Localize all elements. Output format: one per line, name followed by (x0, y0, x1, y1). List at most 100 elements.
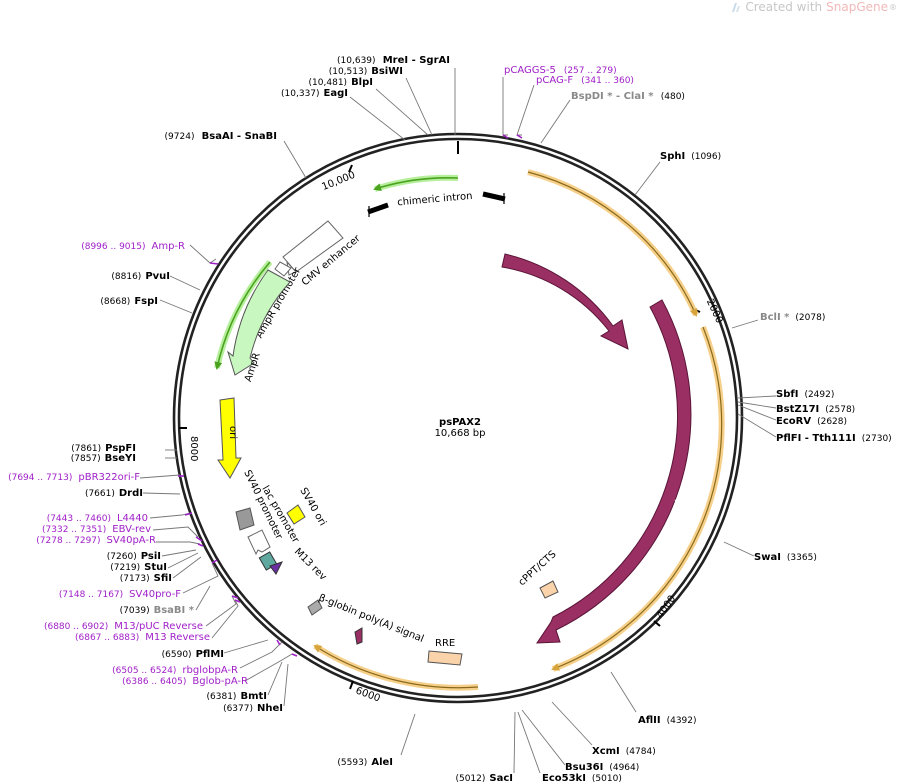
green-arc-left (214, 261, 271, 370)
site-bsaai: (9724) BsaAI - SnaBI (165, 131, 277, 142)
site-nhei: (6377)NheI (223, 703, 283, 714)
rre-label: RRE (435, 638, 455, 649)
ruler-tick-6000 (349, 680, 354, 690)
hiv-pol-arrow (536, 299, 692, 644)
backbone (172, 132, 744, 704)
green-feature-arcs (214, 174, 459, 370)
primer-ticks (178, 134, 523, 657)
orange-arc-2 (551, 326, 723, 671)
sv40-ori-label: SV40 ori (297, 486, 328, 528)
bglobin-small-box (307, 599, 323, 616)
ruler-label-8000: 8000 (188, 436, 199, 461)
primer-pbr322: (7694 .. 7713)pBR322ori-F (8, 472, 140, 483)
bglobin-label: β-globin poly(A) signal (317, 593, 425, 645)
site-pspfi: (7861)PspFI (71, 443, 136, 454)
m13-rev-label: M13 rev (292, 546, 328, 582)
ampr: AmpR (227, 269, 291, 383)
site-bseyi: (7857)BseYI (71, 453, 136, 464)
site-alei: (5593)AleI (337, 757, 393, 768)
site-bsabi: (7039)BsaBI * (120, 605, 195, 616)
backbone-inner-strand (177, 137, 739, 699)
backbone-outer-strand (172, 132, 744, 704)
green-arc-top (373, 176, 459, 192)
sv40-promoter-box (235, 507, 255, 531)
ruler-tick-10000 (348, 164, 353, 173)
chimeric-intron-left-bar (367, 202, 389, 215)
primer-bglob: (6386 .. 6405)Bglob-pA-R (122, 676, 248, 687)
site-aflii: AflII(4392) (638, 715, 697, 726)
site-sphi: SphI(1096) (660, 151, 721, 162)
m13-rev-arrow (269, 561, 283, 575)
site-bsiwi: (10,513)BsiWI (329, 66, 403, 77)
lac-promoter-box (247, 529, 271, 556)
watermark-mark: ® (889, 2, 897, 12)
ori-label: ori (227, 426, 238, 439)
chimeric-intron-right-bar (482, 191, 506, 202)
site-labels-top: (10,639) MreI - SgrAI (10,513)BsiWI (10,… (165, 55, 685, 142)
site-pflmi: (6590)PflMI (162, 649, 224, 660)
site-bmti: (6381)BmtI (207, 691, 267, 702)
site-bstz17i: BstZ17I(2578) (776, 404, 855, 415)
site-eco53ki: Eco53kI(5010) (542, 773, 622, 784)
orange-arc-1 (527, 171, 698, 317)
primer-pcaggs5: pCAGGS-5(257 .. 279) (504, 65, 617, 76)
primer-ampr: (8996 .. 9015)Amp-R (81, 241, 185, 252)
site-eagi: (10,337)EagI (281, 88, 348, 99)
orange-arc-1-halo (527, 169, 699, 317)
site-stui: (7219)StuI (110, 562, 167, 573)
site-bsu36i: Bsu36I(4964) (565, 762, 639, 773)
orange-arc-3-halo (313, 643, 479, 691)
bglobin-marker (354, 627, 363, 645)
cppt-box (539, 580, 559, 599)
ampr-promoter-box (274, 261, 292, 277)
site-swai: SwaI(3365) (754, 552, 817, 563)
site-pflfi: PflFI - Tth111I(2730) (776, 433, 892, 444)
snapgene-logo-icon (732, 2, 741, 12)
primer-pcagf: pCAG-F(341 .. 360) (536, 75, 634, 86)
site-labels-right: SphI(1096) BclI *(2078) SbfI(2492) BstZ1… (660, 151, 892, 563)
ruler-tick-4000 (653, 620, 661, 627)
site-bcli: BclI *(2078) (760, 312, 825, 323)
site-fspi: (8668)FspI (100, 296, 158, 307)
site-xcmi: XcmI(4784) (592, 746, 656, 757)
site-drdi: (7661)DrdI (85, 488, 143, 499)
site-bspdi: BspDI * - ClaI * (480) (571, 91, 685, 102)
rre: RRE (427, 638, 463, 666)
watermark-brand: SnapGene (826, 0, 888, 14)
site-blpi: (10,481)BlpI (309, 77, 373, 88)
snapgene-watermark: Created with SnapGene® (730, 0, 897, 14)
leader-lines (139, 68, 777, 774)
chimeric-intron-label: chimeric intron (397, 191, 473, 209)
primer-sv40prof: (7148 .. 7167)SV40pro-F (59, 589, 181, 600)
primer-ebvrev: (7332 .. 7351)EBV-rev (42, 524, 151, 535)
ruler-label-6000: 6000 (354, 685, 382, 704)
primer-l4440: (7443 .. 7460)L4440 (47, 513, 148, 524)
chimeric-intron: chimeric intron (367, 191, 506, 217)
ampr-arrow (227, 269, 291, 376)
site-mrei: (10,639) MreI - SgrAI (337, 55, 450, 66)
ori-arrow (217, 397, 242, 479)
watermark-prefix: Created with (745, 0, 823, 14)
hiv-gag: HIV-1 gag (501, 252, 629, 350)
primer-m13puc: (6880 .. 6902)M13/pUC Reverse (44, 621, 203, 632)
orange-arc-3 (313, 644, 479, 689)
site-ecorv: EcoRV(2628) (776, 416, 847, 427)
plasmid-name: psPAX2 (439, 417, 481, 428)
hiv-pol: HIV-1 pol (536, 299, 692, 644)
orange-feature-arcs (313, 169, 725, 691)
site-sbfi: SbfI(2492) (776, 389, 834, 400)
cppt-cts: cPPT/CTS (517, 549, 559, 599)
site-labels-left: (8996 .. 9015)Amp-R (8816)PvuI (8668)Fsp… (8, 241, 283, 714)
ori: ori (217, 397, 242, 479)
plasmid-length: 10,668 bp (435, 428, 486, 439)
hiv-gag-arrow (501, 253, 629, 350)
sv40-ori-box (286, 504, 306, 525)
site-pvui: (8816)PvuI (111, 271, 170, 282)
rre-box (427, 650, 463, 666)
site-sfii: (7173)SfiI (120, 573, 172, 584)
primer-m13r: (6867 .. 6883)M13 Reverse (75, 632, 210, 643)
site-labels-bottom: AflII(4392) XcmI(4784) Bsu36I(4964) Eco5… (337, 715, 696, 784)
primer-sv40par: (7278 .. 7297)SV40pA-R (36, 535, 156, 546)
site-psii: (7260)PsiI (107, 551, 161, 562)
